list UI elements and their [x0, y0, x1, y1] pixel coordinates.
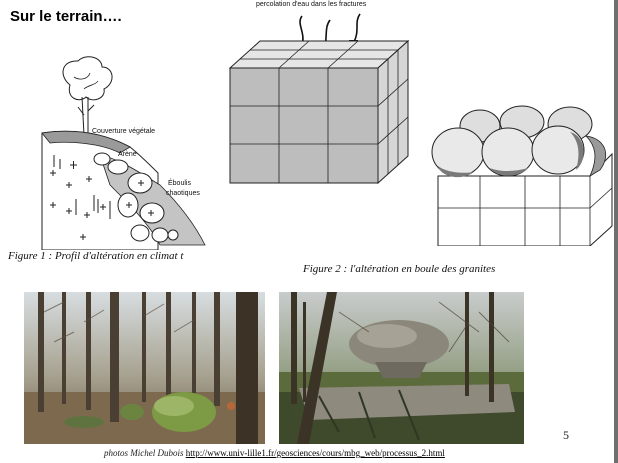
balancing-rock-photo — [279, 292, 524, 444]
page-number: 5 — [563, 428, 569, 442]
label-eboulis: Éboulis — [168, 180, 191, 187]
photo-credit: photos Michel Dubois — [104, 448, 184, 458]
label-chaotiques: chaotiques — [166, 190, 200, 197]
label-arene: Arène — [118, 151, 137, 158]
granite-boulders-diagram — [431, 105, 613, 246]
slide-title: Sur le terrain…. — [10, 8, 122, 25]
label-vegetation: Couverture végétale — [92, 128, 156, 135]
figure1-caption: Figure 1 : Profil d'altération en climat… — [8, 250, 184, 262]
photo-credit-line: photos Michel Dubois http://www.univ-lil… — [104, 448, 445, 458]
source-url-link[interactable]: http://www.univ-lille1.fr/geosciences/co… — [185, 448, 445, 458]
weathering-profile-diagram — [41, 56, 206, 250]
right-edge-bar — [614, 0, 618, 463]
percolation-annotation: percolation d'eau dans les fractures — [256, 1, 367, 8]
forest-boulder-photo — [24, 292, 265, 444]
tree-drawing — [62, 56, 113, 136]
figure2-caption: Figure 2 : l'altération en boule des gra… — [303, 263, 496, 275]
fractured-cube-diagram — [228, 13, 410, 185]
